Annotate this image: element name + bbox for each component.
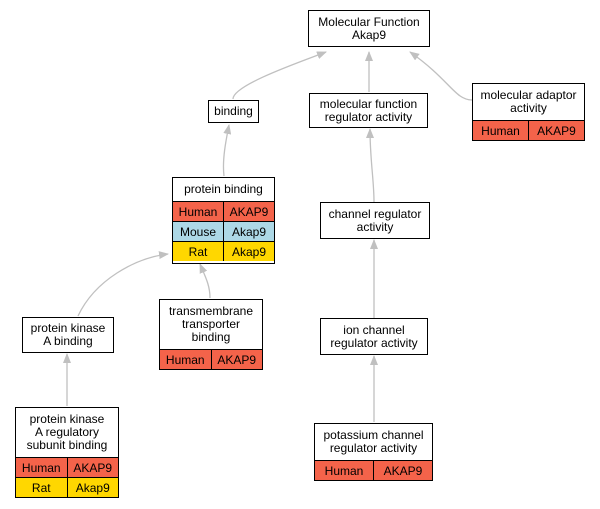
edge-binding-to-root — [232, 51, 327, 100]
species-cell: Human — [315, 461, 373, 480]
node-label: molecular function regulator activity — [319, 96, 418, 124]
node-label: transmembrane transporter binding — [168, 304, 254, 344]
node-label: protein binding — [184, 182, 263, 196]
node-molecular-adaptor-activity[interactable]: molecular adaptor activity Human AKAP9 — [472, 83, 585, 141]
edge-adaptor-to-root — [409, 51, 473, 101]
node-label: Molecular Function Akap9 — [318, 14, 420, 42]
edge-pka-to-protein — [77, 251, 169, 317]
edge-tmt-to-protein — [199, 263, 211, 299]
species-cell: Rat — [173, 242, 223, 261]
gene-cell: AKAP9 — [528, 121, 584, 140]
gene-row: Human AKAP9 — [173, 201, 274, 221]
node-label: potassium channel regulator activity — [323, 428, 424, 455]
gene-cell: Akap9 — [66, 478, 118, 497]
gene-row: Human AKAP9 — [315, 460, 432, 480]
gene-cell: AKAP9 — [66, 458, 118, 477]
edge-protein-to-binding — [222, 124, 232, 177]
node-protein-kinase-a-regulatory-subunit-binding[interactable]: protein kinase A regulatory subunit bind… — [15, 407, 119, 498]
gene-cell: AKAP9 — [223, 202, 274, 221]
edge-chanreg-to-mfreg — [366, 128, 375, 203]
node-label: protein kinase A binding — [30, 321, 106, 348]
gene-row: Rat Akap9 — [16, 477, 118, 497]
node-label: ion channel regulator activity — [330, 322, 418, 350]
species-cell: Human — [173, 202, 223, 221]
gene-row: Human AKAP9 — [16, 457, 118, 477]
node-label: binding — [214, 104, 253, 118]
node-potassium-channel-regulator-activity[interactable]: potassium channel regulator activity Hum… — [314, 423, 433, 481]
gene-row: Mouse Akap9 — [173, 221, 274, 241]
gene-cell: AKAP9 — [210, 350, 262, 369]
node-protein-kinase-a-binding[interactable]: protein kinase A binding — [22, 317, 114, 353]
node-binding[interactable]: binding — [208, 100, 259, 123]
species-cell: Human — [16, 458, 67, 477]
gene-row: Human AKAP9 — [160, 349, 262, 369]
species-cell: Human — [473, 121, 528, 140]
node-ion-channel-regulator-activity[interactable]: ion channel regulator activity — [320, 318, 428, 355]
node-label: channel regulator activity — [328, 206, 422, 234]
node-channel-regulator-activity[interactable]: channel regulator activity — [320, 202, 430, 239]
gene-row: Rat Akap9 — [173, 241, 274, 261]
gene-cell: Akap9 — [223, 242, 274, 261]
node-molecular-function-root[interactable]: Molecular Function Akap9 — [308, 10, 430, 47]
node-label: molecular adaptor activity — [480, 88, 577, 115]
species-cell: Human — [160, 350, 211, 369]
gene-row: Human AKAP9 — [473, 120, 584, 140]
edges — [63, 51, 473, 422]
species-cell: Rat — [16, 478, 67, 497]
gene-cell: Akap9 — [223, 222, 274, 241]
species-cell: Mouse — [173, 222, 223, 241]
node-label: protein kinase A regulatory subunit bind… — [26, 412, 108, 452]
node-protein-binding[interactable]: protein binding Human AKAP9 Mouse Akap9 … — [172, 177, 275, 264]
gene-cell: AKAP9 — [373, 461, 432, 480]
node-transmembrane-transporter-binding[interactable]: transmembrane transporter binding Human … — [159, 299, 263, 370]
node-molecular-function-regulator[interactable]: molecular function regulator activity — [309, 93, 428, 128]
